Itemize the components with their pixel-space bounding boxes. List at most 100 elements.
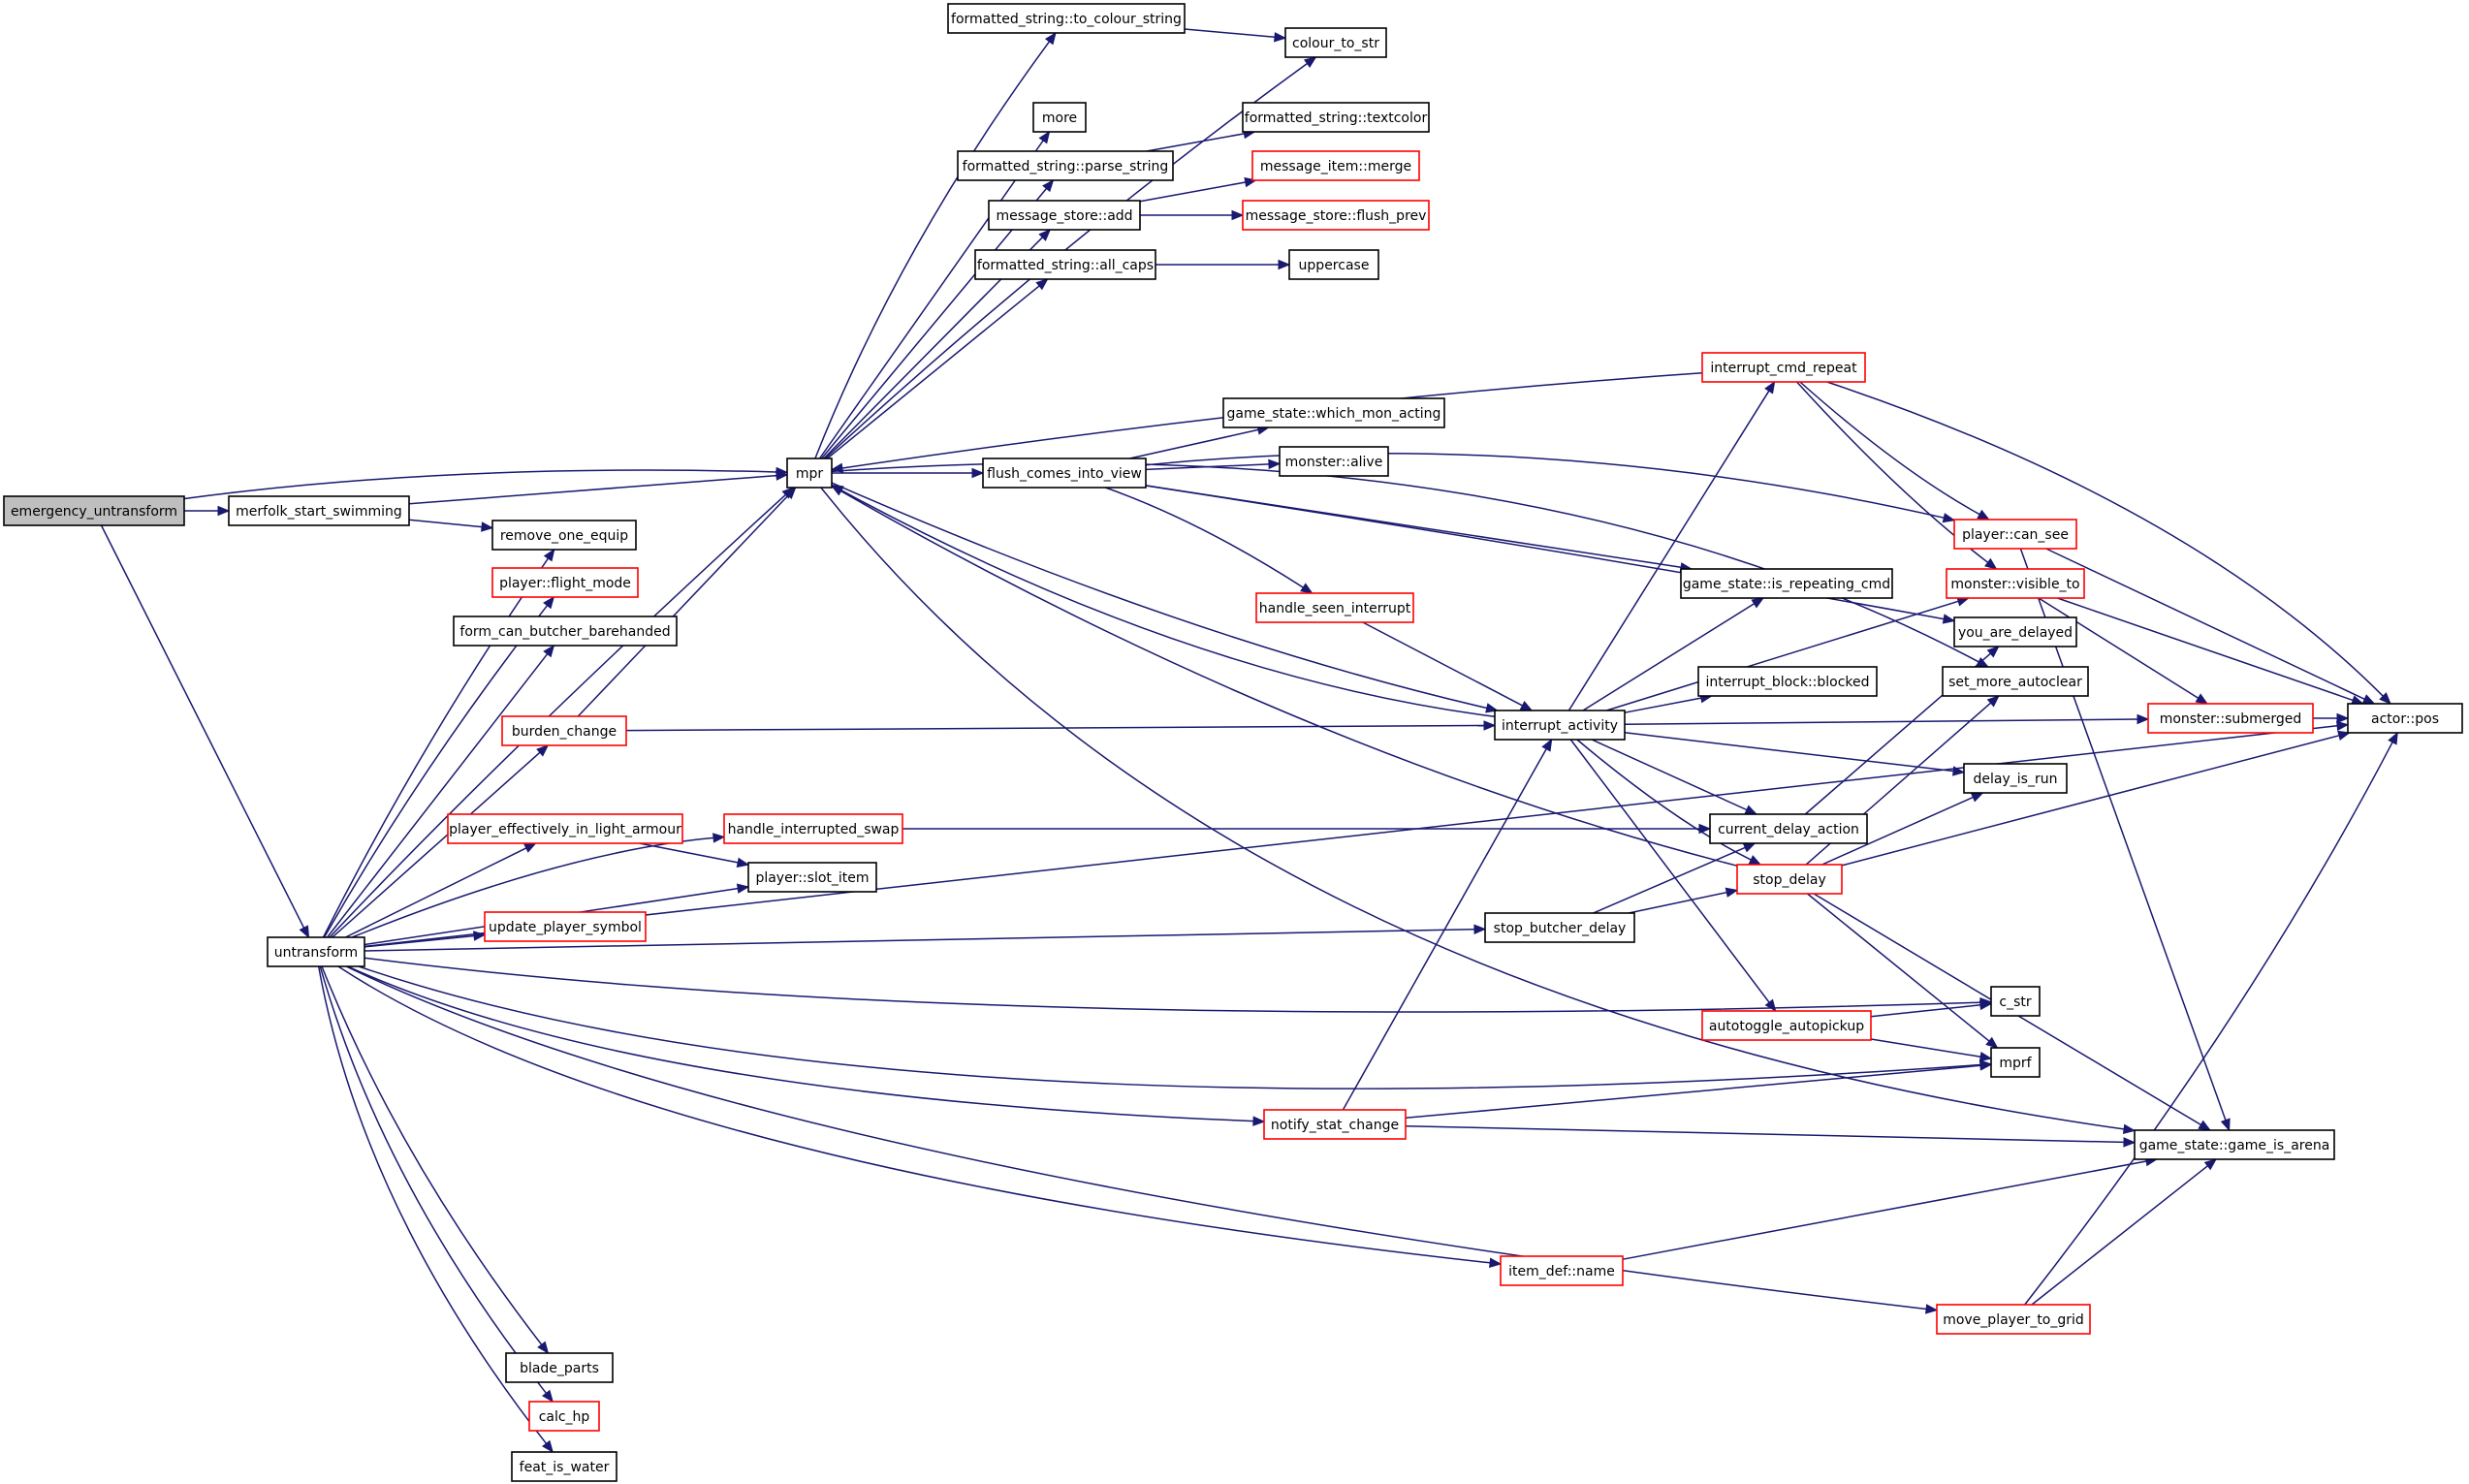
node-player-slot-item[interactable]: player::slot_item	[747, 862, 877, 893]
node-emergency-untransform[interactable]: emergency_untransform	[3, 495, 185, 526]
node-message-store-add[interactable]: message_store::add	[988, 200, 1141, 231]
node-monster-submerged[interactable]: monster::submerged	[2147, 703, 2314, 734]
node-box[interactable]	[1701, 352, 1866, 383]
node-box[interactable]	[1251, 150, 1420, 181]
node-box[interactable]	[3, 495, 185, 526]
node-box[interactable]	[447, 813, 683, 844]
node-you-are-delayed[interactable]: you_are_delayed	[1953, 616, 2077, 647]
node-box[interactable]	[1936, 1304, 2091, 1335]
node-box[interactable]	[1680, 568, 1893, 599]
node-box[interactable]	[1942, 666, 2089, 697]
node-box[interactable]	[491, 520, 637, 551]
node-box[interactable]	[2134, 1129, 2335, 1160]
node-box[interactable]	[1222, 397, 1445, 428]
node-interrupt-activity[interactable]: interrupt_activity	[1494, 710, 1626, 741]
node-box[interactable]	[528, 1401, 600, 1432]
node-box[interactable]	[484, 911, 647, 942]
node-box[interactable]	[1697, 666, 1878, 697]
node-message-item-merge[interactable]: message_item::merge	[1251, 150, 1420, 181]
node-form-can-butcher-barehanded[interactable]: form_can_butcher_barehanded	[453, 616, 678, 647]
node-box[interactable]	[1255, 592, 1414, 623]
node-formatted-string-to-colour-string[interactable]: formatted_string::to_colour_string	[947, 3, 1186, 34]
node-stop-butcher-delay[interactable]: stop_butcher_delay	[1484, 912, 1635, 943]
node-player-effectively-in-light-armour[interactable]: player_effectively_in_light_armour	[447, 813, 683, 844]
node-box[interactable]	[947, 3, 1186, 34]
node-game-state-game-is-arena[interactable]: game_state::game_is_arena	[2134, 1129, 2335, 1160]
node-autotoggle-autopickup[interactable]: autotoggle_autopickup	[1701, 1010, 1872, 1041]
node-box[interactable]	[747, 862, 877, 893]
node-formatted-string-parse-string[interactable]: formatted_string::parse_string	[957, 150, 1174, 181]
node-box[interactable]	[511, 1451, 617, 1482]
node-box[interactable]	[1963, 763, 2068, 794]
node-interrupt-cmd-repeat[interactable]: interrupt_cmd_repeat	[1701, 352, 1866, 383]
node-box[interactable]	[1242, 102, 1430, 133]
node-handle-interrupted-swap[interactable]: handle_interrupted_swap	[723, 813, 903, 844]
node-box[interactable]	[786, 458, 833, 489]
node-box[interactable]	[1242, 200, 1430, 231]
node-set-more-autoclear[interactable]: set_more_autoclear	[1942, 666, 2089, 697]
node-box[interactable]	[723, 813, 903, 844]
node-box[interactable]	[1953, 519, 2077, 550]
node-box[interactable]	[2347, 703, 2463, 734]
node-box[interactable]	[957, 150, 1174, 181]
node-formatted-string-all-caps[interactable]: formatted_string::all_caps	[974, 249, 1156, 280]
node-update-player-symbol[interactable]: update_player_symbol	[484, 911, 647, 942]
node-box[interactable]	[453, 616, 678, 647]
node-box[interactable]	[501, 715, 627, 746]
node-blade-parts[interactable]: blade_parts	[505, 1352, 614, 1383]
node-uppercase[interactable]: uppercase	[1288, 249, 1379, 280]
node-box[interactable]	[1484, 912, 1635, 943]
node-monster-visible-to[interactable]: monster::visible_to	[1946, 568, 2085, 599]
node-player-flight-mode[interactable]: player::flight_mode	[491, 567, 639, 598]
node-box[interactable]	[2147, 703, 2314, 734]
node-box[interactable]	[228, 495, 410, 526]
node-current-delay-action[interactable]: current_delay_action	[1709, 813, 1868, 844]
node-handle-seen-interrupt[interactable]: handle_seen_interrupt	[1255, 592, 1414, 623]
node-box[interactable]	[1709, 813, 1868, 844]
node-formatted-string-textcolor[interactable]: formatted_string::textcolor	[1242, 102, 1430, 133]
node-box[interactable]	[1288, 249, 1379, 280]
node-item-def-name[interactable]: item_def::name	[1500, 1255, 1624, 1286]
node-box[interactable]	[1701, 1010, 1872, 1041]
node-box[interactable]	[267, 936, 365, 967]
node-box[interactable]	[1032, 102, 1087, 133]
node-burden-change[interactable]: burden_change	[501, 715, 627, 746]
node-untransform[interactable]: untransform	[267, 936, 365, 967]
node-box[interactable]	[491, 567, 639, 598]
node-box[interactable]	[974, 249, 1156, 280]
node-move-player-to-grid[interactable]: move_player_to_grid	[1936, 1304, 2091, 1335]
node-box[interactable]	[1946, 568, 2085, 599]
node-box[interactable]	[1736, 864, 1843, 895]
node-game-state-is-repeating-cmd[interactable]: game_state::is_repeating_cmd	[1680, 568, 1893, 599]
node-player-can-see[interactable]: player::can_see	[1953, 519, 2077, 550]
node-more[interactable]: more	[1032, 102, 1087, 133]
node-box[interactable]	[1279, 446, 1389, 477]
node-box[interactable]	[982, 458, 1147, 489]
node-box[interactable]	[1953, 616, 2077, 647]
node-game-state-which-mon-acting[interactable]: game_state::which_mon_acting	[1222, 397, 1445, 428]
node-box[interactable]	[1284, 27, 1387, 58]
node-message-store-flush-prev[interactable]: message_store::flush_prev	[1242, 200, 1430, 231]
node-box[interactable]	[1990, 986, 2041, 1017]
node-c-str[interactable]: c_str	[1990, 986, 2041, 1017]
node-merfolk-start-swimming[interactable]: merfolk_start_swimming	[228, 495, 410, 526]
node-mprf[interactable]: mprf	[1990, 1047, 2041, 1078]
node-stop-delay[interactable]: stop_delay	[1736, 864, 1843, 895]
node-flush-comes-into-view[interactable]: flush_comes_into_view	[982, 458, 1147, 489]
node-box[interactable]	[505, 1352, 614, 1383]
node-calc-hp[interactable]: calc_hp	[528, 1401, 600, 1432]
node-notify-stat-change[interactable]: notify_stat_change	[1263, 1109, 1407, 1140]
node-feat-is-water[interactable]: feat_is_water	[511, 1451, 617, 1482]
node-colour-to-str[interactable]: colour_to_str	[1284, 27, 1387, 58]
node-interrupt-block-blocked[interactable]: interrupt_block::blocked	[1697, 666, 1878, 697]
node-mpr[interactable]: mpr	[786, 458, 833, 489]
node-box[interactable]	[1263, 1109, 1407, 1140]
node-delay-is-run[interactable]: delay_is_run	[1963, 763, 2068, 794]
node-box[interactable]	[988, 200, 1141, 231]
node-box[interactable]	[1500, 1255, 1624, 1286]
node-box[interactable]	[1494, 710, 1626, 741]
node-actor-pos[interactable]: actor::pos	[2347, 703, 2463, 734]
node-remove-one-equip[interactable]: remove_one_equip	[491, 520, 637, 551]
node-monster-alive[interactable]: monster::alive	[1279, 446, 1389, 477]
node-box[interactable]	[1990, 1047, 2041, 1078]
